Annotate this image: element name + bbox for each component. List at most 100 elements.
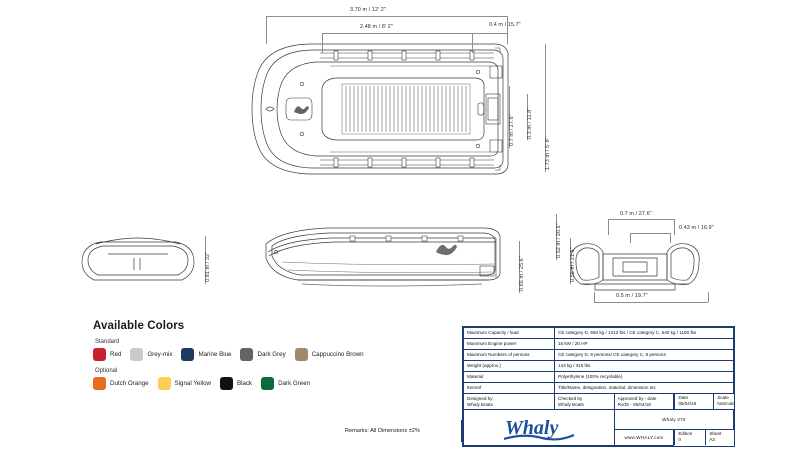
table-row: Weight (approx.) 143 kg / 316 lbs [463, 360, 734, 372]
dimline-overall-length [266, 16, 507, 17]
extline-rbw-r [708, 292, 709, 302]
color-swatch-item[interactable]: Cappuccino Brown [294, 348, 364, 361]
color-swatch-item[interactable]: Dark Grey [240, 348, 286, 361]
spec-value: 143 kg / 316 lbs [554, 360, 734, 372]
table-row: Maximum Engine power 15 kW / 20 HP [463, 338, 734, 350]
dim-rear-inner-width: 0.7 m / 27.6" [620, 211, 652, 217]
dimline-stern-offset [472, 33, 507, 34]
color-label: Dutch Orange [110, 380, 149, 387]
dim-rear-inner-height: 0.55 m / 21.6" [570, 247, 576, 282]
color-swatch-item[interactable]: Grey-mix [130, 348, 172, 361]
dim-stern-offset: 0.4 m / 15.7" [489, 22, 521, 28]
dim-overall-beam: 1.73 m / 5' 8" [545, 137, 551, 170]
sheet-value: A3 [709, 436, 715, 442]
brand-model-row: Whaly Whaly 370 [463, 409, 735, 446]
color-swatch-dutch-orange [93, 377, 106, 390]
remarks-text: Remarks: All Dimensions ±2% [345, 428, 420, 434]
color-swatch-dark-green [261, 377, 275, 390]
color-swatch-item[interactable]: Marine Blue [181, 348, 231, 361]
spec-value: Polyethylene (100% recyclable) [554, 371, 734, 383]
color-swatch-item[interactable]: Red [93, 348, 121, 361]
dim-front-height: 0.81 m / 32" [205, 251, 211, 282]
title-block: Maximum Capacity / load CE category D, 5… [462, 326, 751, 447]
dimline-inner-width [509, 86, 510, 148]
approved-by-value: RvdS - 05/04/18 [617, 401, 651, 407]
svg-text:Whaly: Whaly [505, 417, 558, 439]
edition-cell: Edition 0 [674, 430, 706, 446]
front-view-drawing [78, 232, 198, 288]
dimline-rear-total-height [556, 214, 557, 260]
dimline-rear-inner-height [570, 238, 571, 284]
table-row: Material Polyethylene (100% recyclable) [463, 371, 734, 383]
designed-by-value: Whaly Boats [467, 401, 493, 407]
color-swatch-item[interactable]: Black [220, 377, 252, 390]
color-label: Signal Yellow [174, 380, 211, 387]
table-row: Itemref Title/Name, designation, materia… [463, 382, 734, 394]
date-label: Date [678, 395, 689, 400]
scale-value: NoScale [717, 400, 735, 406]
spec-key: Weight (approx.) [463, 360, 555, 372]
spec-key: Maximum Capacity / load [463, 327, 555, 339]
spec-key: Material [463, 371, 555, 383]
spec-value: 15 kW / 20 HP [554, 338, 734, 350]
dim-inner-length: 2.48 m / 8' 2" [360, 24, 393, 30]
color-label: Black [237, 380, 253, 387]
color-label: Grey-mix [147, 351, 173, 358]
date-value: 05/04/18 [678, 400, 697, 406]
color-label: Dark Grey [257, 351, 286, 358]
spec-key: Maximum Numbers of persons [463, 349, 555, 361]
scale-cell: Scale NoScale [713, 394, 751, 409]
website[interactable]: www.WHALY.com [613, 429, 675, 446]
extline-ol-right [507, 16, 508, 44]
color-swatch-black [220, 377, 233, 390]
color-label: Dark Green [278, 380, 311, 387]
color-swatch-red [93, 348, 106, 361]
website-row: www.WHALY.com Edition 0 Sheet A3 [464, 429, 737, 446]
dim-hull-height: 0.65 m / 25.6" [519, 256, 525, 291]
approved-by-cell: Approved by - date RvdS - 05/04/18 [613, 393, 675, 410]
sheet-cell: Sheet A3 [705, 430, 737, 446]
scale-label: Scale [717, 395, 729, 400]
dimline-hull-height [519, 241, 520, 293]
extline-il-left [322, 33, 323, 53]
dim-inner-width: 0.7 m / 27.6" [509, 114, 515, 146]
color-swatch-item[interactable]: Dutch Orange [93, 377, 149, 390]
spec-value: CE category D, 8 persons/ CE category C,… [554, 349, 734, 361]
dim-overall-length: 3.70 m / 12' 2" [350, 7, 386, 13]
spec-value: CE category D, 550 kg / 1212 lbs / CE ca… [554, 327, 734, 339]
color-swatch-item[interactable]: Dark Green [261, 377, 310, 390]
color-label: Red [110, 351, 122, 358]
optional-colors-row: Dutch Orange Signal Yellow Black Dark Gr… [93, 377, 453, 390]
remarks-box [335, 420, 462, 442]
extline-il-right [472, 33, 473, 53]
date-cell: Date 05/04/18 [674, 394, 714, 409]
dimline-seat-width [527, 94, 528, 140]
dimline-overall-beam [545, 44, 546, 172]
colors-heading: Available Colors [93, 320, 185, 332]
dim-seat-width: 0.3 m / 11.8" [527, 107, 533, 139]
dimline-inner-length [322, 33, 472, 34]
extline-ol-left [266, 16, 267, 44]
designed-by-cell: Designed by Whaly Boats [463, 393, 555, 410]
dim-rear-console-width: 0.43 m / 16.9" [679, 225, 714, 231]
edition-label: Edition [678, 431, 693, 437]
sheet-label: Sheet [709, 431, 722, 437]
color-swatch-item[interactable]: Signal Yellow [157, 377, 211, 390]
checked-by-cell: Checked by Whaly Boats [554, 393, 615, 410]
dimline-rear-base-width [594, 302, 708, 303]
standard-colors-row: Red Grey-mix Marine Blue Dark Grey Cappu… [93, 348, 453, 361]
spec-key: Maximum Engine power [463, 338, 555, 350]
standard-colors-label: Standard [95, 339, 120, 345]
extline-riw-r [674, 219, 675, 235]
table-row: Maximum Capacity / load CE category D, 5… [463, 327, 734, 339]
approved-by-label: Approved by - date [617, 395, 657, 401]
dimline-rear-inner-width [608, 219, 674, 220]
table-row: Maximum Numbers of persons CE category D… [463, 349, 734, 361]
side-view-drawing [258, 222, 508, 294]
dim-rear-total-height: 0.52 m / 20.5" [556, 223, 562, 258]
color-swatch-cappuccino-brown [294, 348, 308, 361]
checked-by-label: Checked by [558, 395, 583, 401]
designed-by-label: Designed by [467, 395, 493, 401]
dim-rear-base-width: 0.5 m / 19.7" [616, 293, 648, 299]
